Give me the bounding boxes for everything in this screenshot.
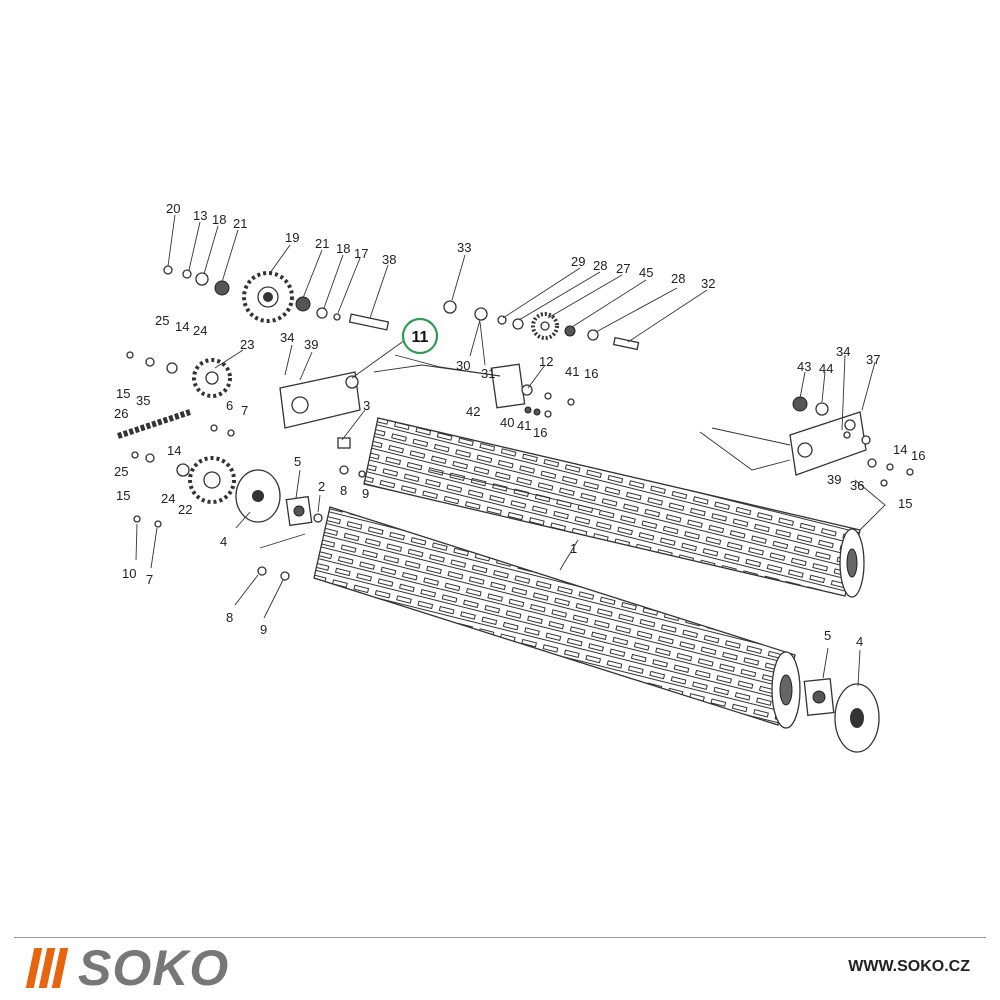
callout-14c: 14 [893,442,907,457]
callout-6: 6 [226,398,233,413]
callout-4b: 4 [856,634,863,649]
callout-10: 10 [122,566,136,581]
callout-17: 17 [354,246,368,261]
callout-labels: 20 13 18 21 19 21 18 17 38 33 29 28 27 4… [114,201,925,649]
leader-lines [135,214,886,687]
callout-31: 31 [481,366,495,381]
callout-15: 15 [116,386,130,401]
sprocket-22 [188,456,236,504]
upper-roller [363,417,865,598]
callout-34b: 34 [836,344,850,359]
callout-15c: 15 [898,496,912,511]
highlighted-part-number: 11 [412,329,429,346]
sprocket-23 [192,358,232,398]
callout-45: 45 [639,265,653,280]
callout-16: 16 [584,366,598,381]
callout-5: 5 [294,454,301,469]
callout-44: 44 [819,361,833,376]
callout-14b: 14 [167,443,181,458]
callout-3: 3 [363,398,370,413]
callout-43: 43 [797,359,811,374]
callout-18: 18 [212,212,226,227]
callout-25: 25 [155,313,169,328]
chain-26 [117,409,191,439]
callout-33: 33 [457,240,471,255]
sprocket-19 [242,271,294,323]
callout-8b: 8 [226,610,233,625]
callout-19: 19 [285,230,299,245]
callout-2: 2 [318,479,325,494]
callout-21: 21 [233,216,247,231]
callout-34: 34 [280,330,294,345]
callout-9: 9 [362,486,369,501]
callout-13: 13 [193,208,207,223]
callout-22: 22 [178,502,192,517]
callout-35: 35 [136,393,150,408]
callout-27: 27 [616,261,630,276]
callout-9b: 9 [260,622,267,637]
highlighted-callout-11[interactable]: 11 [401,317,439,355]
callout-29: 29 [571,254,585,269]
logo-text: SOKO [78,940,230,996]
callout-4: 4 [220,534,227,549]
website-link[interactable]: WWW.SOKO.CZ [848,958,970,975]
flange-4-right [834,683,880,753]
right-bracket-plate [789,411,867,476]
callout-8: 8 [340,483,347,498]
callout-16b: 16 [533,425,547,440]
small-hardware [126,265,914,581]
callout-18b: 18 [336,241,350,256]
callout-23: 23 [240,337,254,352]
callout-15b: 15 [116,488,130,503]
callout-25b: 25 [114,464,128,479]
callout-5b: 5 [824,628,831,643]
soko-logo: SOKO [25,940,230,996]
callout-36: 36 [850,478,864,493]
callout-12: 12 [539,354,553,369]
lower-roller [313,506,801,729]
callout-39b: 39 [827,472,841,487]
callout-39: 39 [304,337,318,352]
callout-28b: 28 [671,271,685,286]
callout-30: 30 [456,358,470,373]
callout-16c: 16 [911,448,925,463]
bearing-5-right [803,678,835,716]
callout-41: 41 [565,364,579,379]
callout-21b: 21 [315,236,329,251]
footer-divider [14,937,986,938]
callout-38: 38 [382,252,396,267]
callout-20: 20 [166,201,180,216]
callout-14: 14 [175,319,189,334]
callout-28: 28 [593,258,607,273]
callout-32: 32 [701,276,715,291]
left-bracket-plate [279,371,361,429]
callout-24b: 24 [161,491,175,506]
logo-bars-icon [25,948,69,988]
callout-24: 24 [193,323,207,338]
callout-40: 40 [500,415,514,430]
sprocket-27 [531,312,559,340]
callout-41b: 41 [517,418,531,433]
callout-42: 42 [466,404,480,419]
callout-26: 26 [114,406,128,421]
callout-37: 37 [866,352,880,367]
callout-1: 1 [570,541,577,556]
flange-4-left [235,469,281,523]
callout-7: 7 [241,403,248,418]
bearing-5-left [285,495,313,527]
callout-7b: 7 [146,572,153,587]
